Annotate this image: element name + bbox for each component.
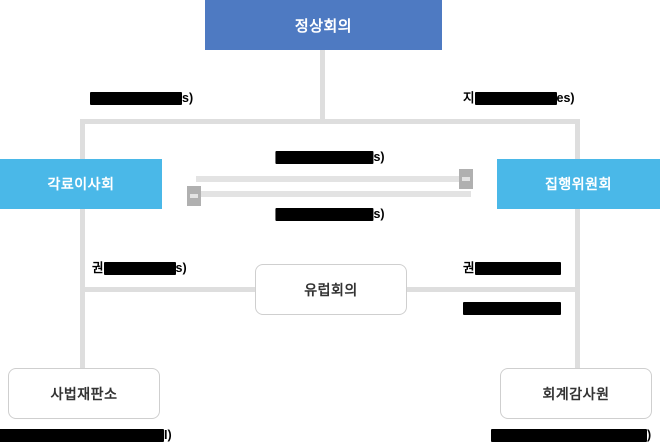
edge-label-middle-lower-suffix: s)	[373, 207, 385, 222]
redaction-bar	[0, 429, 164, 442]
redaction-bar	[90, 92, 182, 105]
redaction-bar	[474, 92, 557, 105]
connector-assembly-left	[80, 287, 256, 292]
redaction-bar	[275, 208, 374, 221]
redaction-bar	[463, 302, 561, 315]
node-council-of-ministers-label: 각료이사회	[47, 176, 115, 192]
arrow-head-right	[459, 169, 473, 189]
node-summit[interactable]: 정상회의	[205, 0, 442, 50]
redaction-bar	[275, 151, 374, 164]
node-european-assembly[interactable]: 유럽회의	[255, 264, 407, 315]
edge-label-right-power-prefix: 권	[463, 261, 475, 276]
redaction-bar	[103, 262, 176, 275]
edge-label-middle-upper-suffix: s)	[373, 150, 385, 165]
edge-label-right-power: 권	[463, 262, 561, 275]
edge-label-middle-lower: s)	[275, 207, 385, 222]
edge-label-top-left-suffix: s)	[182, 91, 194, 106]
node-council-of-ministers[interactable]: 각료이사회	[0, 159, 162, 209]
node-court-of-justice-label: 사법재판소	[50, 385, 118, 402]
edge-label-bottom-left: I)	[0, 429, 172, 442]
edge-label-top-right-prefix: 지	[463, 91, 475, 106]
connector-right-drop	[575, 119, 580, 159]
edge-label-left-power-suffix: s)	[175, 261, 187, 276]
redaction-bar	[474, 262, 561, 275]
connector-summit-down	[320, 50, 325, 121]
edge-label-right-secondary	[463, 302, 561, 315]
node-court-of-auditors[interactable]: 회계감사원	[500, 368, 652, 419]
edge-label-bottom-left-suffix: I)	[164, 428, 172, 443]
arrow-track-rightward	[196, 176, 464, 182]
redaction-bar	[491, 429, 647, 442]
edge-label-middle-upper: s)	[275, 150, 385, 165]
node-court-of-justice[interactable]: 사법재판소	[8, 368, 160, 419]
arrow-head-left-notch	[190, 194, 198, 198]
connector-top-horizontal	[80, 119, 580, 124]
node-summit-label: 정상회의	[294, 17, 353, 35]
connector-left-drop	[80, 119, 85, 159]
node-european-assembly-label: 유럽회의	[304, 281, 358, 298]
node-executive-commission-label: 집행위원회	[545, 176, 612, 192]
connector-assembly-right	[406, 287, 580, 292]
arrow-head-left	[187, 186, 201, 206]
edge-label-left-power-prefix: 권	[92, 261, 104, 276]
node-court-of-auditors-label: 회계감사원	[542, 385, 610, 402]
node-executive-commission[interactable]: 집행위원회	[497, 159, 660, 209]
edge-label-bottom-right-suffix: )	[647, 428, 652, 443]
edge-label-left-power: 권 s)	[92, 262, 187, 275]
edge-label-top-left: s)	[90, 92, 193, 105]
arrow-head-right-notch	[462, 177, 470, 181]
edge-label-top-right-suffix: es)	[556, 91, 575, 106]
edge-label-bottom-right: )	[491, 429, 651, 442]
arrow-track-leftward	[196, 191, 471, 197]
edge-label-top-right: 지 es)	[463, 92, 575, 105]
